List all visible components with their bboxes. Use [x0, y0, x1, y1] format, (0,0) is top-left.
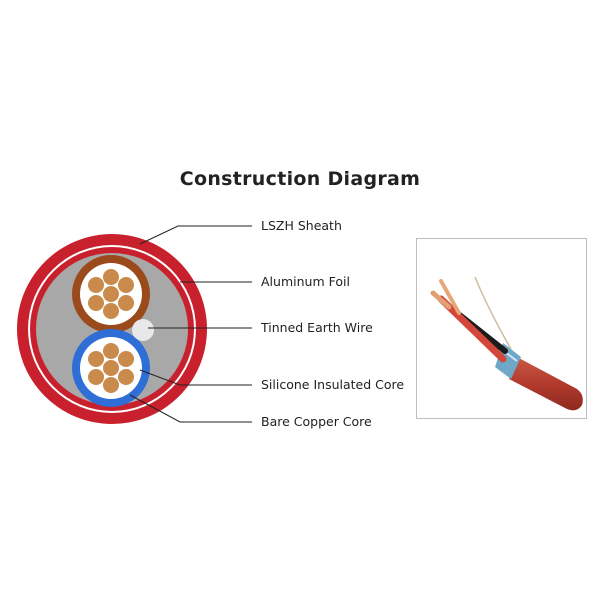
leader-lines	[129, 225, 252, 423]
copper-end-top	[430, 290, 452, 310]
diagram-title: Construction Diagram	[179, 168, 421, 190]
earth-wire-strand	[474, 276, 512, 350]
leader-sheath	[139, 225, 252, 245]
top-copper-strands	[88, 269, 134, 319]
tinned-earth-wire	[132, 319, 154, 341]
cable-photo	[416, 238, 587, 419]
copper-end-bottom	[439, 279, 461, 315]
cable-illustration	[430, 276, 583, 411]
leader-insulated	[139, 369, 252, 386]
leader-copper	[129, 394, 252, 423]
label-bare-copper-core: Bare Copper Core	[261, 414, 372, 429]
label-aluminum-foil: Aluminum Foil	[261, 274, 350, 289]
label-silicone-insulated-core: Silicone Insulated Core	[261, 377, 405, 392]
cable-jacket	[509, 357, 583, 411]
bottom-copper-strands	[88, 343, 134, 393]
label-tinned-earth-wire: Tinned Earth Wire	[261, 320, 373, 335]
label-lszh-sheath: LSZH Sheath	[261, 218, 342, 233]
